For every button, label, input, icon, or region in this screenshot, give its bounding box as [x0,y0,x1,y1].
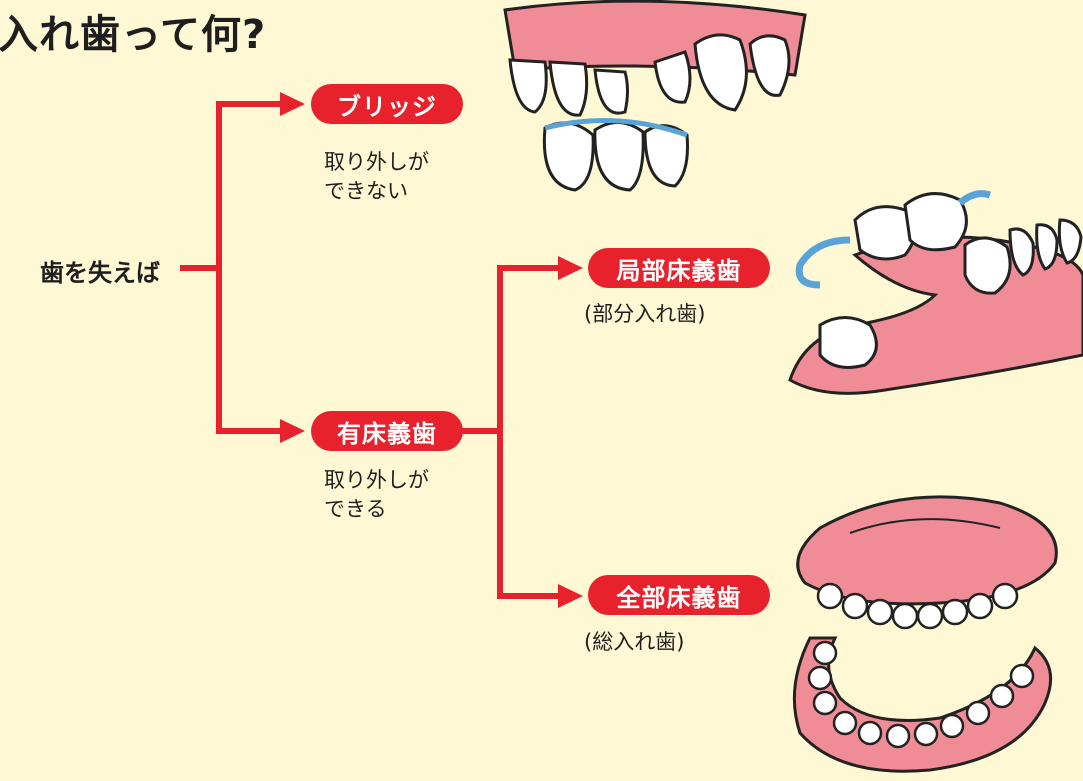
partial-denture-illustration [788,190,1083,395]
arrow-to-bridge [280,92,305,116]
bridge-illustration [503,0,807,192]
complete-denture-sub: (総入れ歯) [584,630,685,654]
bridge-description: 取り外しが できない [324,150,429,203]
arrow-to-complete [558,584,583,608]
partial-denture-sub: (部分入れ歯) [584,302,706,326]
arrow-to-removable [280,419,305,443]
arrow-to-partial [558,256,583,280]
partial-denture-label: 局部床義歯 [588,248,770,288]
bridge-label: ブリッジ [311,84,463,124]
complete-denture-label: 全部床義歯 [588,575,770,615]
page-title: 入れ歯って何? [0,12,267,58]
removable-denture-description: 取り外しが できる [324,468,429,521]
complete-denture-illustration [792,495,1058,773]
removable-denture-label: 有床義歯 [311,411,463,451]
root-node-lose-teeth: 歯を失えば [40,259,160,287]
